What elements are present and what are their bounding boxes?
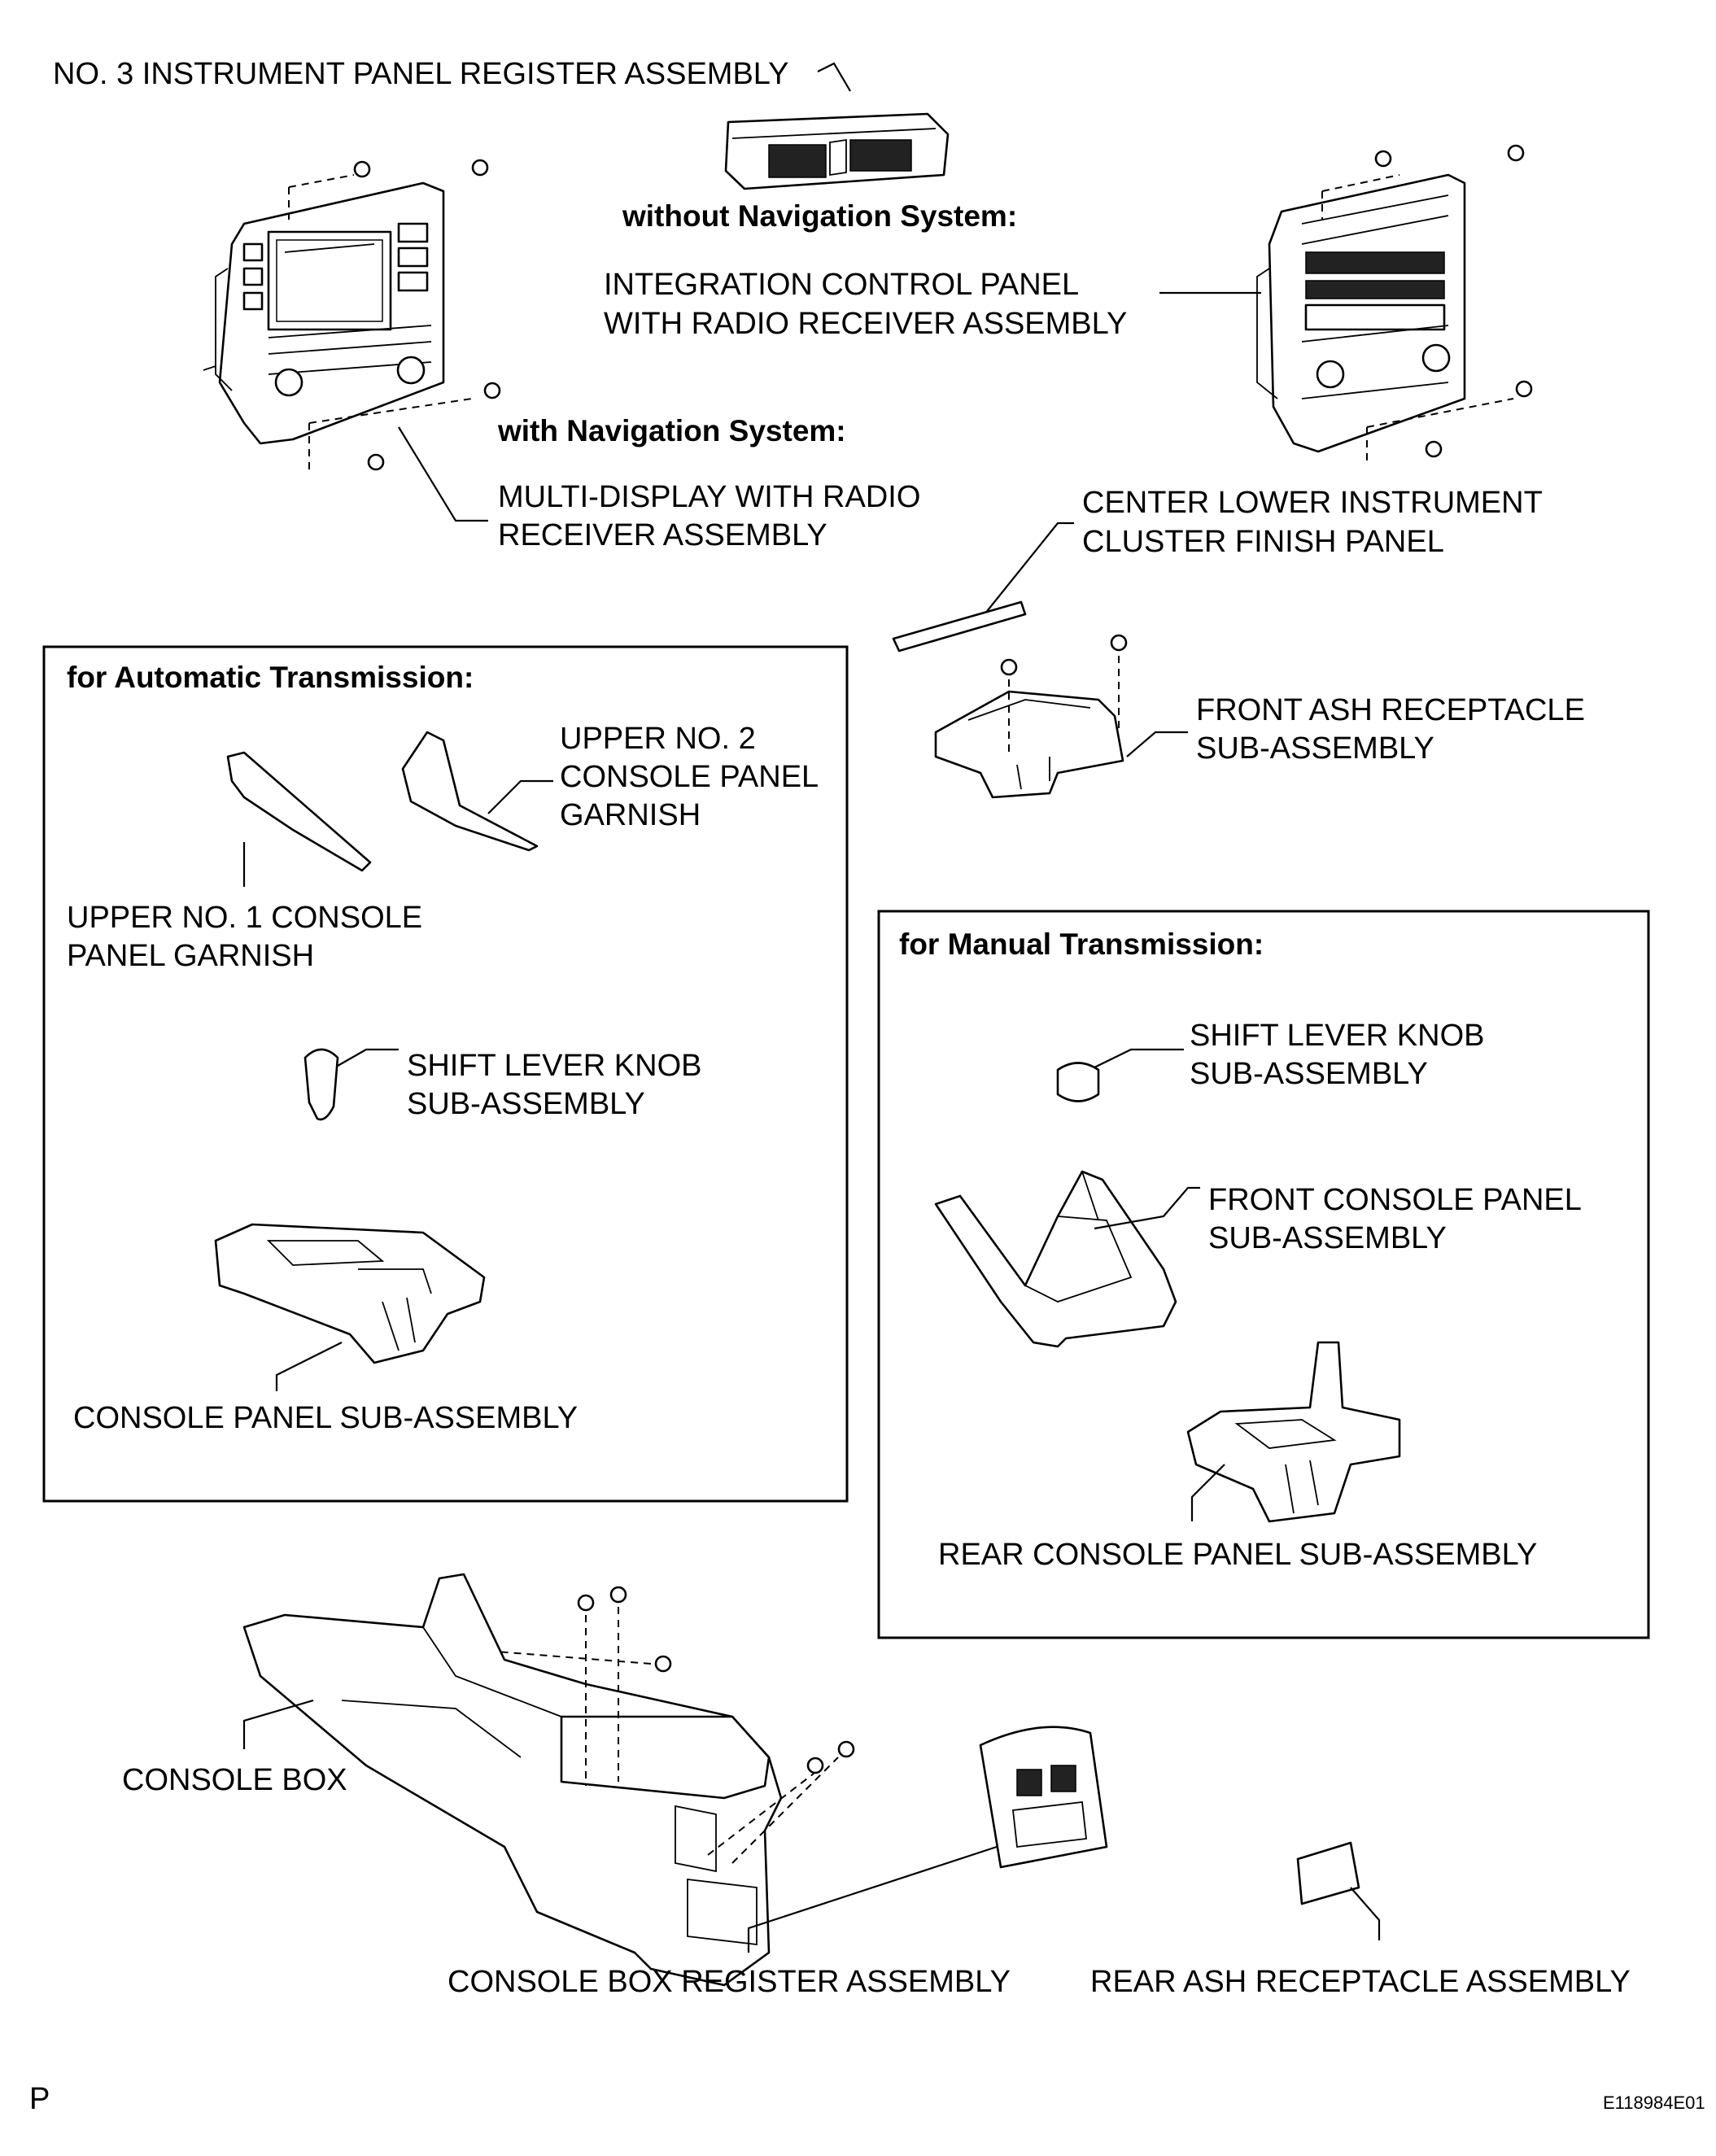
label-front-console-2: SUB-ASSEMBLY — [1208, 1221, 1447, 1255]
leader-rear-ash — [1350, 1887, 1381, 1940]
label-manual-knob-2: SUB-ASSEMBLY — [1190, 1057, 1428, 1091]
leader-auto-knob — [337, 1048, 399, 1067]
label-console-box: CONSOLE BOX — [122, 1763, 347, 1797]
label-upper-no1-1: UPPER NO. 1 CONSOLE — [67, 901, 422, 935]
leader-console-box-register — [747, 1845, 998, 1953]
automatic-transmission-box — [42, 645, 849, 1503]
leader-no3-register — [817, 62, 851, 92]
center-lower-panel-drawing — [892, 600, 1027, 652]
footer-figure-id: E118984E01 — [1603, 2093, 1705, 2113]
integration-panel-drawing — [1256, 173, 1514, 464]
label-integration-1: INTEGRATION CONTROL PANEL — [604, 268, 1079, 302]
leader-center-lower — [984, 522, 1074, 615]
label-no3-register: NO. 3 INSTRUMENT PANEL REGISTER ASSEMBLY — [53, 57, 788, 91]
footer-page-letter: P — [29, 2082, 50, 2116]
label-with-nav: with Navigation System: — [497, 414, 846, 447]
label-console-panel: CONSOLE PANEL SUB-ASSEMBLY — [73, 1401, 578, 1435]
label-multidisplay-2: RECEIVER ASSEMBLY — [498, 518, 827, 552]
console-panel-drawing — [214, 1223, 486, 1364]
label-integration-2: WITH RADIO RECEIVER ASSEMBLY — [604, 307, 1127, 341]
leader-multidisplay — [398, 426, 488, 522]
auto-shift-knob-drawing — [303, 1048, 339, 1121]
label-upper-no1-2: PANEL GARNISH — [67, 939, 314, 973]
integration-screws — [1374, 144, 1533, 458]
manual-shift-knob-drawing — [1056, 1062, 1100, 1102]
upper-no1-garnish-drawing — [226, 751, 372, 872]
front-ash-drawing — [934, 634, 1128, 799]
leader-upper-no2 — [487, 779, 553, 814]
multidisplay-screws — [353, 159, 501, 471]
multidisplay-drawing — [203, 174, 473, 472]
label-upper-no2-3: GARNISH — [560, 798, 701, 832]
label-without-nav: without Navigation System: — [622, 199, 1017, 233]
rear-console-panel-drawing — [1186, 1341, 1401, 1523]
leader-rear-console — [1190, 1464, 1225, 1521]
console-box-register-drawing — [979, 1726, 1108, 1869]
label-rear-ash: REAR ASH RECEPTACLE ASSEMBLY — [1090, 1965, 1631, 1999]
leader-front-console — [1094, 1186, 1200, 1230]
label-auto-knob-1: SHIFT LEVER KNOB — [407, 1049, 702, 1083]
manual-transmission-box — [877, 910, 1650, 1639]
label-center-lower-1: CENTER LOWER INSTRUMENT — [1082, 486, 1543, 520]
label-front-ash-1: FRONT ASH RECEPTACLE — [1196, 693, 1585, 727]
leader-front-ash — [1126, 731, 1188, 757]
label-auto-knob-2: SUB-ASSEMBLY — [407, 1087, 645, 1121]
label-multidisplay-1: MULTI-DISPLAY WITH RADIO — [498, 480, 920, 514]
rear-ash-drawing — [1296, 1841, 1360, 1905]
manual-box-title: for Manual Transmission: — [899, 927, 1264, 961]
label-center-lower-2: CLUSTER FINISH PANEL — [1082, 525, 1444, 559]
leader-console-panel — [275, 1342, 343, 1391]
label-front-console-1: FRONT CONSOLE PANEL — [1208, 1183, 1582, 1217]
label-upper-no2-1: UPPER NO. 2 — [560, 722, 756, 756]
label-manual-knob-1: SHIFT LEVER KNOB — [1190, 1019, 1485, 1053]
label-front-ash-2: SUB-ASSEMBLY — [1196, 731, 1434, 766]
front-console-panel-drawing — [934, 1170, 1177, 1348]
leader-manual-knob — [1094, 1048, 1184, 1068]
upper-no2-garnish-drawing — [401, 731, 539, 852]
console-box-drawing — [242, 1573, 839, 1987]
label-console-box-register: CONSOLE BOX REGISTER ASSEMBLY — [448, 1965, 1011, 1999]
leader-console-box — [242, 1699, 314, 1749]
label-rear-console: REAR CONSOLE PANEL SUB-ASSEMBLY — [938, 1538, 1537, 1572]
auto-box-title: for Automatic Transmission: — [67, 661, 474, 694]
console-box-screws — [577, 1586, 855, 1774]
no3-register-drawing — [724, 112, 950, 190]
label-upper-no2-2: CONSOLE PANEL — [560, 760, 819, 794]
